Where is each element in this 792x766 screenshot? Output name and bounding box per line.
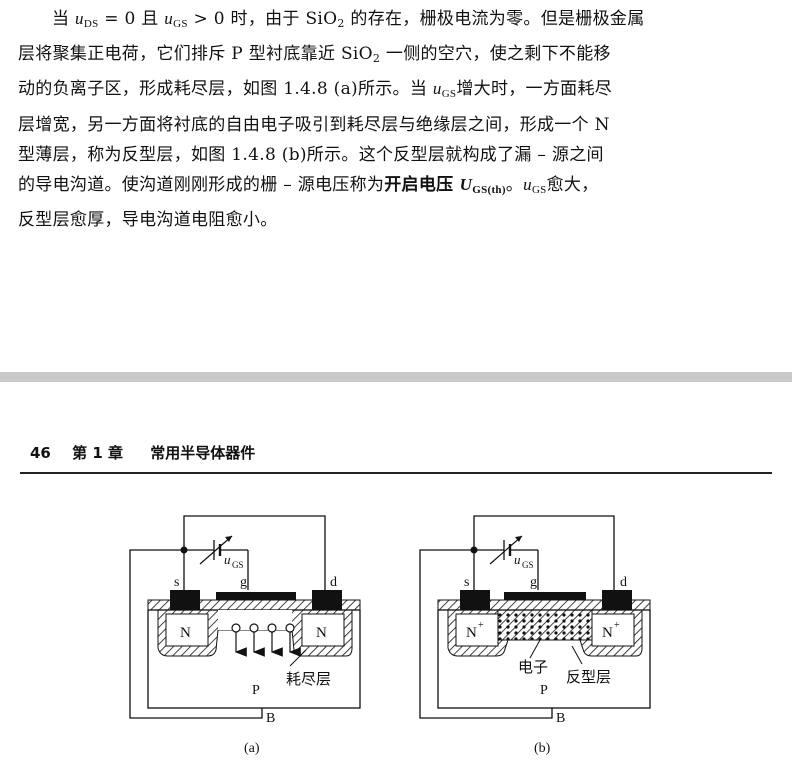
bulk-wire-b [419, 549, 553, 719]
bulk-label-b: B [556, 711, 565, 726]
paragraph-line: 当 uDS = 0 且 uGS > 0 时，由于 SiO2 的存在，栅极电流为零… [52, 9, 645, 30]
n-plus-left-b: + [478, 620, 484, 631]
depletion-label-a: 耗尽层 [286, 671, 331, 688]
n-plus-right-b: + [614, 620, 620, 631]
drain-wire-a [183, 515, 326, 590]
drain-wire-b [473, 515, 615, 590]
paragraph-line: 层将聚集正电荷，它们排斥 P 型衬底靠近 SiO2 一侧的空穴，使之剩下不能移 [18, 44, 611, 66]
n-label-left-b: N [466, 625, 477, 641]
paragraph-line: 层增宽，另一方面将衬底的自由电子吸引到耗尽层与绝缘层之间，形成一个 N [18, 114, 610, 135]
running-header: 46 第 1 章 常用半导体器件 [30, 442, 770, 463]
math-symbol: uDS [75, 9, 99, 30]
n-region-left-b [455, 613, 499, 647]
n-region-right-b [591, 613, 635, 647]
paragraph-line: 动的负离子区，形成耗尽层，如图 1.4.8 (a)所示。当 uGS增大时，一方面… [18, 79, 613, 101]
gate-label-a: g [240, 575, 247, 590]
n-region-left-a [165, 613, 209, 647]
threshold-voltage-symbol: UGS(th) [459, 175, 506, 197]
mos-figure: u GS N N s g d [129, 515, 651, 756]
source-label-a: s [174, 575, 179, 590]
voltage-label-b: u [514, 552, 521, 567]
bulk-wire-a [129, 549, 263, 719]
source-electrode-a [170, 590, 200, 610]
source-electrode-b [460, 590, 490, 610]
caption-b: (b) [534, 741, 551, 756]
page-gap [0, 372, 792, 382]
substrate-label-b: P [540, 683, 548, 698]
header-rule [20, 472, 772, 474]
body-paragraph: 当 uDS = 0 且 uGS > 0 时，由于 SiO2 的存在，栅极电流为零… [18, 4, 776, 235]
n-label-left-a: N [180, 625, 191, 641]
source-label-b: s [464, 575, 469, 590]
caption-a: (a) [244, 741, 260, 756]
voltage-sub-b: GS [522, 560, 534, 570]
drain-electrode-a [312, 590, 342, 610]
n-label-right-b: N [602, 625, 613, 641]
math-symbol: uGS [432, 79, 457, 101]
inversion-label-b: 反型层 [566, 669, 611, 686]
figure-a: u GS N N s g d [129, 515, 361, 756]
voltage-sub-a: GS [232, 560, 244, 570]
paragraph-line: 的导电沟道。使沟道刚刚形成的栅 – 源电压称为开启电压 UGS(th)。uGS愈… [18, 175, 599, 197]
bold-term: 开启电压 [384, 175, 460, 196]
paragraph-line: 型薄层，称为反型层，如图 1.4.8 (b)所示。这个反型层就构成了漏 – 源之… [18, 144, 604, 165]
figure-b: u GS N + N + s g d 电子 反型层 P B (b) [419, 515, 651, 756]
math-symbol: uGS [164, 9, 188, 30]
n-label-right-a: N [316, 625, 327, 641]
inversion-layer-b [497, 609, 593, 641]
paragraph-line: 反型层愈厚，导电沟道电阻愈小。 [18, 210, 278, 231]
gate-electrode-b [504, 592, 586, 600]
n-region-right-a [301, 613, 345, 647]
gate-label-b: g [530, 575, 537, 590]
chapter-number: 第 1 章 [72, 444, 123, 462]
chapter-title: 常用半导体器件 [150, 444, 256, 462]
voltage-label-a: u [224, 552, 231, 567]
substrate-label-a: P [252, 683, 260, 698]
drain-label-b: d [620, 575, 627, 590]
hole-arrows-a [231, 623, 301, 657]
bulk-label-a: B [266, 711, 275, 726]
math-symbol: uGS [523, 175, 547, 197]
drain-label-a: d [330, 575, 337, 590]
gate-electrode-a [216, 592, 296, 600]
electron-label-b: 电子 [518, 659, 548, 676]
page-number: 46 [30, 444, 51, 462]
drain-electrode-b [602, 590, 632, 610]
